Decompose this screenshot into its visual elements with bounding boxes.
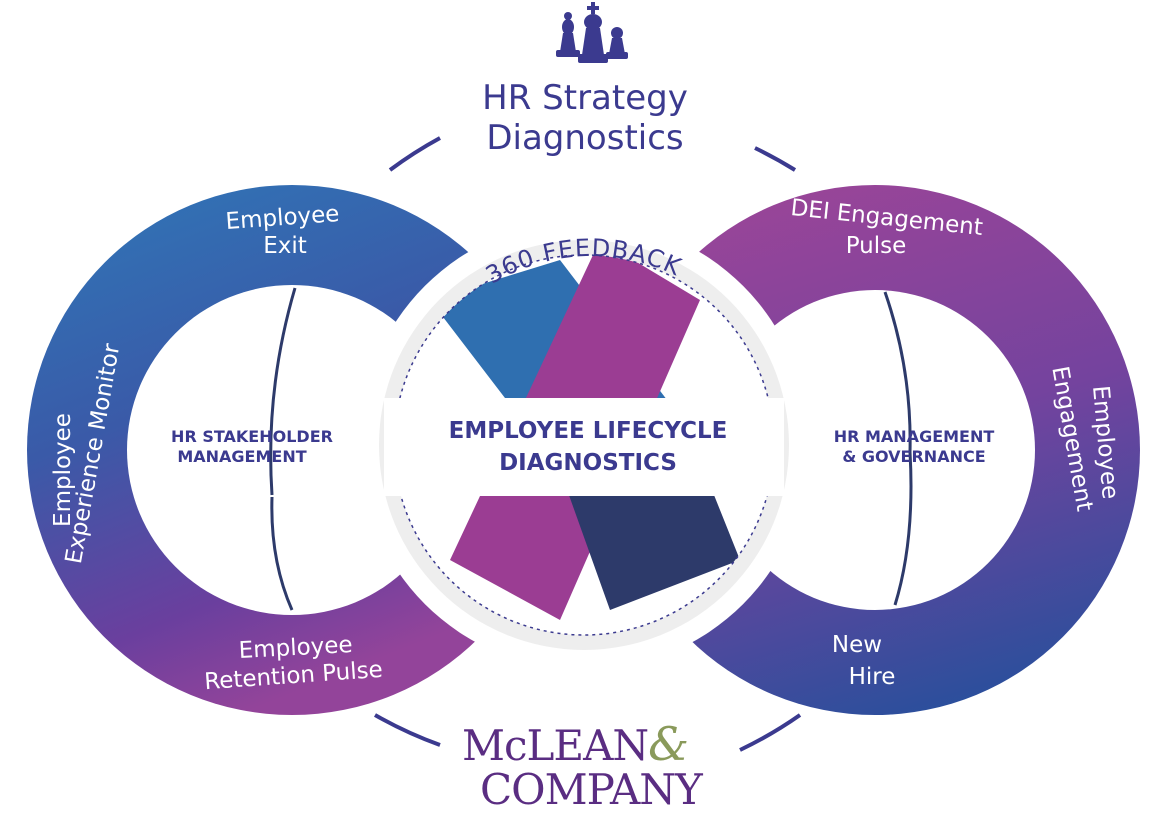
left-seg-top-line2: Exit	[263, 233, 307, 259]
center-title-line1: EMPLOYEE LIFECYCLE	[449, 418, 728, 444]
company-logo: McLEAN& COMPANY	[440, 721, 740, 814]
center-label-band	[384, 398, 784, 496]
logo-line2: COMPANY	[480, 765, 703, 814]
left-inner-divider-bottom	[270, 496, 294, 611]
right-inner-label-line1: HR MANAGEMENT	[834, 427, 995, 446]
left-inner-label-line1: HR STAKEHOLDER	[171, 427, 333, 446]
right-seg-top-line2: Pulse	[846, 233, 907, 259]
connector-arc-bottom-left	[374, 713, 441, 747]
right-inner-label-line2: & GOVERNANCE	[842, 447, 985, 466]
right-inner-divider-top	[883, 291, 912, 453]
right-seg-bottom-line2: Hire	[849, 664, 896, 690]
connector-arc-top-right	[754, 146, 797, 172]
connector-arc-top-left	[388, 136, 441, 172]
logo-line1: McLEAN	[462, 721, 649, 770]
diagram-title-line1: HR Strategy	[482, 78, 688, 118]
center-ribbon-navy	[560, 460, 740, 610]
diagram-title-line2: Diagnostics	[486, 118, 684, 158]
diagram-title: HR Strategy Diagnostics	[420, 78, 750, 158]
left-seg-bottom-line1: Employee	[238, 632, 353, 664]
right-seg-bottom-line1: New	[832, 632, 882, 658]
center-title-line2: DIAGNOSTICS	[499, 450, 677, 476]
logo-ampersand: &	[648, 717, 689, 771]
left-seg-side-line1: Employee	[50, 413, 76, 527]
chess-pieces-icon	[556, 2, 628, 63]
right-inner-divider-bottom	[893, 451, 913, 606]
left-inner-label-line2: MANAGEMENT	[177, 447, 306, 466]
left-inner-divider-top	[269, 287, 297, 496]
connector-arc-bottom-right	[739, 713, 802, 752]
